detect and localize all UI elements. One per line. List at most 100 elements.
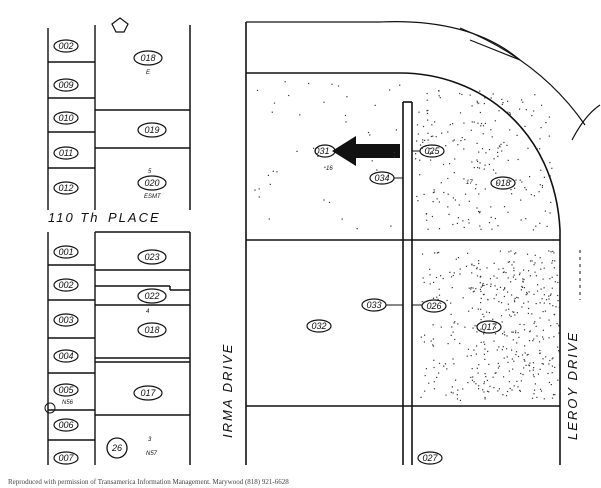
speckle-dot [424, 390, 426, 392]
speckle-dot [517, 158, 519, 161]
speckle-dot [480, 290, 482, 292]
speckle-dot [438, 201, 440, 203]
speckle-dot [507, 100, 509, 102]
speckle-dot [447, 193, 449, 195]
speckle-dot [389, 89, 391, 91]
speckle-dot [399, 84, 401, 86]
speckle-dot [507, 277, 509, 279]
speckle-dot [258, 188, 260, 190]
speckle-dot [435, 276, 438, 279]
speckle-dot [468, 287, 470, 289]
speckle-dot [441, 132, 443, 134]
speckle-dot [519, 108, 521, 110]
lot-label: 018 [144, 325, 159, 335]
speckle-dot [493, 323, 495, 325]
speckle-dot [454, 158, 456, 160]
speckle-dot [465, 193, 467, 195]
lot-number: 16 [326, 166, 333, 172]
speckle-dot [436, 198, 438, 200]
speckle-dot [480, 341, 482, 343]
speckle-dot [497, 151, 499, 153]
speckle-dot [438, 288, 440, 290]
speckle-dot [459, 268, 461, 270]
speckle-dot [553, 313, 555, 315]
speckle-dot [452, 197, 454, 199]
speckle-dot [484, 398, 486, 400]
left-parcel-label: 010 [58, 113, 73, 123]
speckle-dot [449, 124, 451, 126]
speckle-dot [467, 219, 470, 221]
speckle-dot [503, 357, 505, 359]
speckle-dot [456, 398, 459, 400]
speckle-dot [471, 307, 473, 309]
speckle-dot [449, 271, 451, 273]
speckle-dot [548, 381, 550, 383]
speckle-dot [555, 306, 557, 308]
left-parcel-label: 002 [58, 41, 73, 51]
speckle-dot [476, 100, 478, 102]
speckle-dot [507, 261, 509, 263]
speckle-dot [459, 273, 461, 275]
speckle-dot [428, 382, 430, 384]
speckle-dot [449, 163, 451, 165]
speckle-dot [525, 294, 527, 296]
speckle-dot [476, 331, 478, 333]
speckle-dot [524, 352, 526, 354]
speckle-dot [394, 156, 396, 158]
speckle-dot [446, 368, 448, 370]
speckle-dot [432, 135, 434, 137]
speckle-dot [558, 325, 560, 327]
speckle-dot [471, 105, 473, 107]
speckle-dot [557, 281, 559, 284]
speckle-dot [432, 344, 434, 346]
speckle-dot [483, 391, 485, 393]
speckle-dot [423, 301, 425, 303]
speckle-dot [503, 271, 505, 273]
speckle-dot [462, 388, 464, 390]
speckle-dot [299, 114, 301, 116]
speckle-dot [549, 278, 551, 280]
speckle-dot [491, 228, 493, 230]
speckle-dot [493, 158, 495, 160]
speckle-dot [483, 383, 485, 385]
speckle-dot [493, 387, 495, 389]
left-parcel-label: 011 [59, 148, 73, 158]
speckle-dot [432, 192, 434, 194]
speckle-dot [492, 169, 495, 171]
speckle-dot [467, 252, 469, 254]
speckle-dot [535, 225, 537, 227]
speckle-dot [501, 103, 503, 106]
speckle-dot [522, 101, 524, 103]
speckle-dot [426, 110, 428, 112]
lot-label: 022 [144, 291, 159, 301]
speckle-dot [539, 317, 541, 319]
speckle-dot [543, 267, 545, 269]
speckle-dot [507, 303, 509, 305]
speckle-dot [429, 283, 431, 285]
speckle-dot [512, 368, 514, 370]
parcel-label: 025 [424, 146, 440, 156]
speckle-dot [517, 386, 519, 388]
speckle-dot [558, 350, 560, 352]
speckle-dot [533, 393, 535, 395]
parcel-label: 018 [495, 178, 510, 188]
speckle-dot [450, 391, 452, 393]
speckle-dot [486, 311, 488, 313]
speckle-dot [480, 297, 482, 299]
speckle-dot [461, 93, 463, 96]
speckle-dot [474, 325, 476, 327]
speckle-dot [424, 139, 426, 141]
speckle-dot [313, 147, 315, 149]
speckle-dot [551, 365, 553, 367]
speckle-dot [416, 124, 419, 126]
speckle-dot [550, 251, 552, 253]
speckle-dot [527, 301, 529, 303]
speckle-dot [471, 272, 473, 274]
speckle-dot [557, 300, 559, 302]
speckle-dot [552, 260, 554, 262]
speckle-dot [539, 257, 541, 259]
lot-number: 3 [148, 437, 152, 443]
speckle-dot [498, 268, 500, 270]
speckle-dot [345, 121, 347, 123]
speckle-dot [522, 280, 524, 282]
